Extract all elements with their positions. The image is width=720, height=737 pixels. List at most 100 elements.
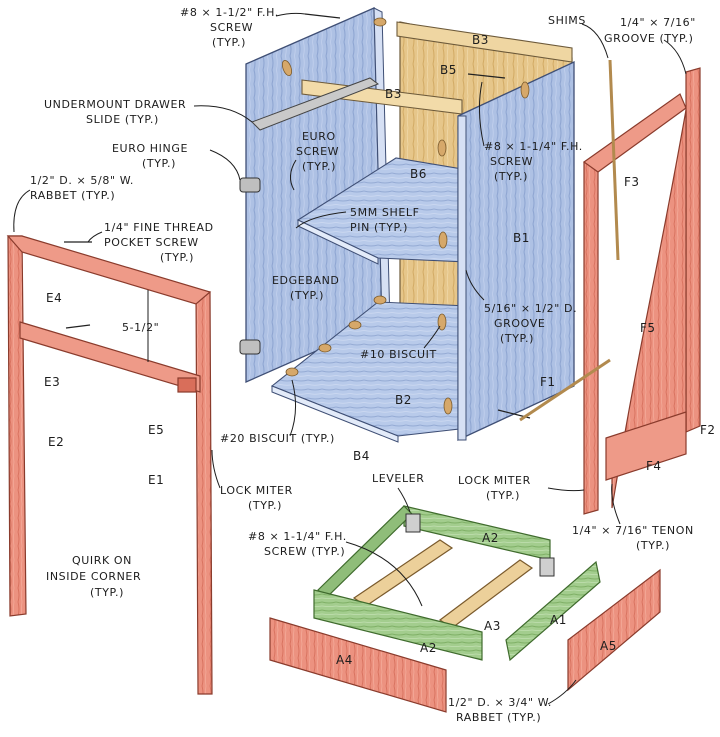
part-b2: B2	[395, 393, 412, 407]
drawer-slide	[251, 77, 380, 131]
label-pocket-screw-3: (TYP.)	[160, 251, 194, 264]
label-edgeband-2: (TYP.)	[290, 289, 324, 302]
part-a4: A4	[336, 653, 353, 667]
label-quirk-1: QUIRK ON	[72, 554, 132, 567]
label-euro-screw-1: EURO	[302, 130, 336, 143]
label-shelf-pin-1: 5MM SHELF	[350, 206, 420, 219]
biscuits	[281, 17, 530, 415]
label-lock-miter-right-2: (TYP.)	[486, 489, 520, 502]
label-euro-hinge-1: EURO HINGE	[112, 142, 188, 155]
leveler-left	[405, 513, 421, 533]
part-e5: E5	[148, 423, 164, 437]
face-frame	[6, 235, 213, 695]
label-screw-mid-2: SCREW	[490, 155, 533, 168]
label-lock-miter-left-1: LOCK MITER	[220, 484, 293, 497]
part-e4: E4	[46, 291, 62, 305]
shim-diagonal-f1	[519, 358, 611, 422]
door-frame-top-rail	[582, 93, 687, 173]
part-b6: B6	[410, 167, 427, 181]
leveler-right	[539, 557, 555, 577]
label-euro-hinge-2: (TYP.)	[142, 157, 176, 170]
label-screw-base-1: #8 × 1-1/4" F.H.	[248, 530, 347, 543]
part-f1: F1	[540, 375, 556, 389]
part-f5: F5	[640, 321, 656, 335]
base-assembly	[313, 505, 601, 662]
label-screw-base-2: SCREW (TYP.)	[264, 545, 345, 558]
label-lock-miter-right-1: LOCK MITER	[458, 474, 531, 487]
part-e2: E2	[48, 435, 64, 449]
part-f2: F2	[700, 423, 716, 437]
door-frame-right-stile-f2	[685, 67, 701, 433]
base-right-rail-a1	[505, 560, 601, 662]
label-edgeband-1: EDGEBAND	[272, 274, 339, 287]
door-frame-left-stile	[583, 155, 599, 515]
right-side-panel-b1	[457, 60, 575, 442]
label-rabbet-bottom-1: 1/2" D. × 3/4" W.	[448, 696, 552, 709]
part-b4: B4	[353, 449, 370, 463]
top-rail-e4	[6, 235, 212, 305]
part-a3: A3	[484, 619, 501, 633]
part-f4: F4	[646, 459, 662, 473]
label-tenon-1: 1/4" × 7/16" TENON	[572, 524, 694, 537]
rear-stretcher-b3	[396, 21, 573, 63]
label-rabbet-top-1: 1/2" D. × 5/8" W.	[30, 174, 134, 187]
label-shelf-pin-2: PIN (TYP.)	[350, 221, 408, 234]
label-groove-mid-3: (TYP.)	[500, 332, 534, 345]
screws	[64, 13, 531, 419]
label-pocket-screw-2: POCKET SCREW	[104, 236, 199, 249]
base-front-rail-a2	[313, 589, 483, 661]
part-a5: A5	[600, 639, 617, 653]
shim-vertical	[608, 59, 620, 261]
part-a1: A1	[550, 613, 567, 627]
euro-hinge-upper	[239, 177, 261, 193]
label-quirk-2: INSIDE CORNER	[46, 570, 141, 583]
label-rabbet-bottom-2: RABBET (TYP.)	[456, 711, 541, 724]
door-bottom-rail-f4	[605, 411, 687, 481]
stile-e1	[195, 291, 213, 695]
toe-kick-a5	[567, 568, 661, 692]
part-b5: B5	[440, 63, 457, 77]
label-leveler: LEVELER	[372, 472, 424, 485]
right-side-front-edge	[457, 115, 467, 441]
label-undermount-2: SLIDE (TYP.)	[86, 113, 159, 126]
door	[582, 67, 701, 515]
label-euro-screw-2: SCREW	[296, 145, 339, 158]
e5-block	[177, 377, 197, 393]
label-groove-right-2: GROOVE (TYP.)	[604, 32, 694, 45]
part-a2-front: A2	[420, 641, 437, 655]
label-shims: SHIMS	[548, 14, 586, 27]
toe-kick-a4	[269, 617, 447, 713]
label-screw-top-2: SCREW	[210, 21, 253, 34]
label-rabbet-top-2: RABBET (TYP.)	[30, 189, 115, 202]
label-pocket-screw-1: 1/4" FINE THREAD	[104, 221, 214, 234]
shelf-edgeband	[297, 219, 379, 265]
label-quirk-3: (TYP.)	[90, 586, 124, 599]
label-tenon-2: (TYP.)	[636, 539, 670, 552]
base-stretcher-a3-2	[438, 559, 534, 629]
label-screw-mid-1: #8 × 1-1/4" F.H.	[484, 140, 583, 153]
euro-hinge-lower	[239, 339, 261, 355]
toe-kicks	[269, 568, 661, 713]
mid-rail-e3	[19, 321, 201, 393]
label-groove-right-1: 1/4" × 7/16"	[620, 16, 696, 29]
label-groove-mid-1: 5/16" × 1/2" D.	[484, 302, 577, 315]
part-a2-back: A2	[482, 531, 499, 545]
label-biscuit20: #20 BISCUIT (TYP.)	[220, 432, 335, 445]
part-b3-rear: B3	[472, 33, 489, 47]
stile-e2	[7, 235, 27, 617]
part-b1: B1	[513, 231, 530, 245]
label-screw-top-1: #8 × 1-1/2" F.H.	[180, 6, 279, 19]
part-e3: E3	[44, 375, 60, 389]
bottom-edge-b4	[271, 385, 399, 443]
label-euro-screw-3: (TYP.)	[302, 160, 336, 173]
label-screw-mid-3: (TYP.)	[494, 170, 528, 183]
label-groove-mid-2: GROOVE	[494, 317, 545, 330]
part-e1: E1	[148, 473, 164, 487]
part-f3: F3	[624, 175, 640, 189]
dimension-5-1-2: 5-1/2"	[122, 321, 159, 334]
label-undermount-1: UNDERMOUNT DRAWER	[44, 98, 186, 111]
label-lock-miter-left-2: (TYP.)	[248, 499, 282, 512]
part-b3-front: B3	[385, 87, 402, 101]
